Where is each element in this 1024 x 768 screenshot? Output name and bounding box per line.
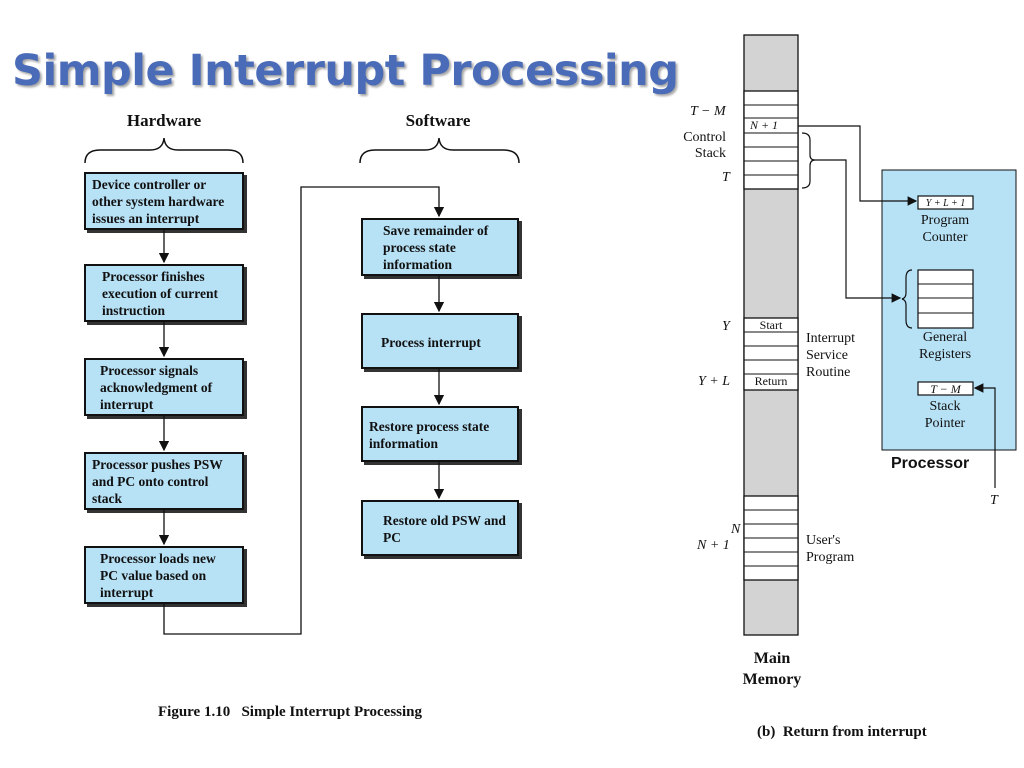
software-header: Software: [405, 111, 471, 130]
hw-step-4: Processor pushes PSW and PC onto control…: [84, 452, 244, 510]
label-users-program: User's Program: [806, 533, 855, 565]
hw-step-1: Device controller or other system hardwa…: [84, 172, 244, 230]
sw-step-2: Process interrupt: [361, 313, 519, 369]
label-main-memory: Main Memory: [742, 650, 802, 688]
processor-name: Processor: [891, 455, 970, 472]
hw-step-5: Processor loads new PC value based on in…: [84, 546, 244, 604]
sw-step-1: Save remainder of process state informat…: [361, 218, 519, 276]
label-t-input: T: [990, 493, 998, 508]
label-t: T: [722, 170, 730, 185]
label-n-plus-1: N + 1: [697, 538, 730, 553]
figure-caption: Figure 1.10 Simple Interrupt Processing: [158, 704, 423, 720]
gr-label: General Registers: [918, 330, 972, 362]
label-isr: Interrupt Service Routine: [806, 331, 855, 380]
label-n: N: [731, 522, 741, 537]
sw-step-3: Restore process state information: [361, 406, 519, 462]
label-y: Y: [722, 319, 730, 334]
pc-value: Y + L + 1: [925, 198, 966, 209]
label-t-minus-m: T − M: [690, 104, 726, 119]
label-control-stack: Control Stack: [683, 130, 726, 161]
sp-value: T − M: [930, 382, 961, 396]
cell-start: Start: [759, 318, 783, 332]
hw-step-3: Processor signals acknowledgment of inte…: [84, 358, 244, 416]
page-title: Simple Interrupt Processing: [12, 46, 679, 96]
label-y-plus-l: Y + L: [698, 374, 731, 389]
cell-return: Return: [754, 374, 788, 388]
hw-step-2: Processor finishes execution of current …: [84, 264, 244, 322]
sw-step-4: Restore old PSW and PC: [361, 500, 519, 556]
sp-label: Stack Pointer: [924, 399, 966, 431]
cell-n-plus-1: N + 1: [749, 118, 779, 132]
hardware-header: Hardware: [126, 111, 202, 130]
pc-label: Program Counter: [920, 213, 970, 245]
figure-caption-b: (b) Return from interrupt: [757, 724, 927, 740]
